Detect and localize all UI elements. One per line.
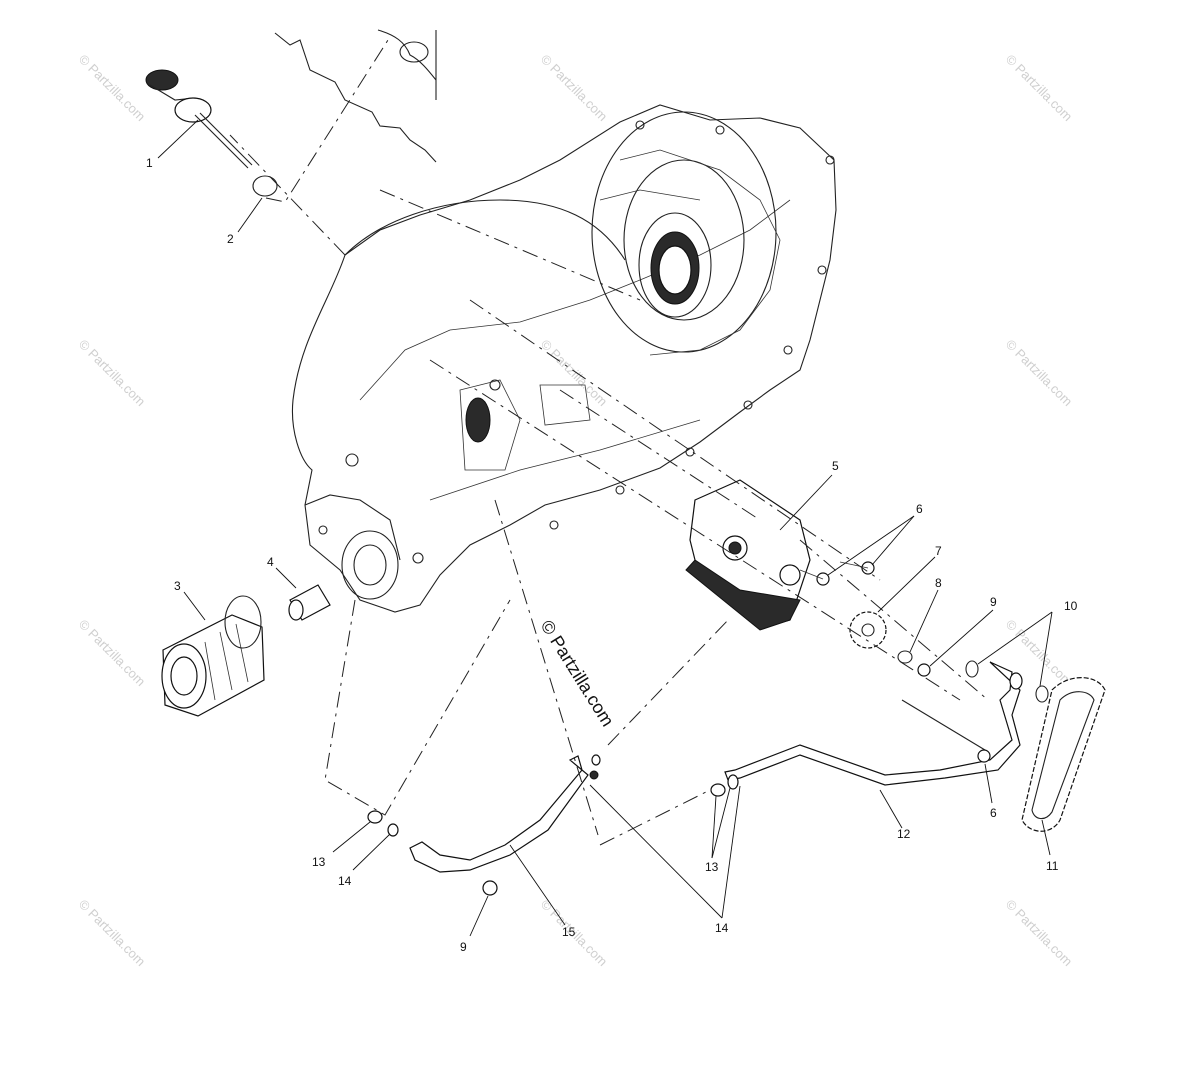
callout-5: 5 [832, 459, 839, 473]
nut [917, 663, 931, 677]
watermark-small: © Partzilla.com [538, 52, 611, 125]
watermark-main: © Partzilla.com [537, 617, 618, 730]
callout-13: 13 [705, 860, 719, 874]
washer [710, 783, 726, 797]
callout-1: 1 [146, 156, 153, 170]
callout-7: 7 [935, 544, 942, 558]
callout-9: 9 [460, 940, 467, 954]
o-ring [727, 774, 739, 790]
callout-12: 12 [897, 827, 911, 841]
o-ring [591, 754, 601, 766]
drive-chain [1021, 677, 1106, 832]
callout-13: 13 [312, 855, 326, 869]
o-ring [965, 660, 979, 678]
pump-sprocket [849, 611, 887, 649]
callout-9: 9 [990, 595, 997, 609]
callout-11: 11 [1046, 859, 1059, 873]
callout-3: 3 [174, 579, 181, 593]
watermark-small: © Partzilla.com [76, 337, 149, 410]
washer [897, 650, 913, 664]
callout-2: 2 [227, 232, 234, 246]
leader-lines [157, 119, 1053, 937]
callout-6: 6 [916, 502, 923, 516]
pump-bolts [799, 561, 875, 586]
cover-fragment [274, 29, 437, 163]
watermark-small: © Partzilla.com [1003, 337, 1076, 410]
crankcase [291, 104, 837, 613]
oil-pump [685, 479, 811, 631]
watermark-small: © Partzilla.com [1003, 52, 1076, 125]
callout-14: 14 [338, 874, 352, 888]
o-ring [1035, 685, 1049, 703]
callout-15: 15 [562, 925, 576, 939]
watermark-small: © Partzilla.com [76, 617, 149, 690]
watermark-grid: © Partzilla.com © Partzilla.com © Partzi… [76, 52, 1076, 970]
watermark-small: © Partzilla.com [538, 337, 611, 410]
watermark-small: © Partzilla.com [76, 897, 149, 970]
callout-4: 4 [267, 555, 274, 569]
watermark-small: © Partzilla.com [1003, 897, 1076, 970]
dipstick [145, 69, 253, 169]
callout-8: 8 [935, 576, 942, 590]
assembly-lines [229, 39, 989, 846]
filter-fitting [288, 584, 331, 621]
washer [367, 810, 383, 824]
oil-line-12 [724, 661, 1023, 786]
watermark-small: © Partzilla.com [76, 52, 149, 125]
o-ring [387, 823, 399, 837]
dipstick-o-ring [252, 175, 278, 197]
callout-labels: 1 2 3 4 5 6 6 7 8 9 9 10 11 12 13 13 14 … [146, 156, 1078, 954]
oil-line-15 [409, 755, 599, 896]
callout-10: 10 [1064, 599, 1078, 613]
callout-6: 6 [990, 806, 997, 820]
callout-14: 14 [715, 921, 729, 935]
oil-filter [161, 595, 265, 717]
